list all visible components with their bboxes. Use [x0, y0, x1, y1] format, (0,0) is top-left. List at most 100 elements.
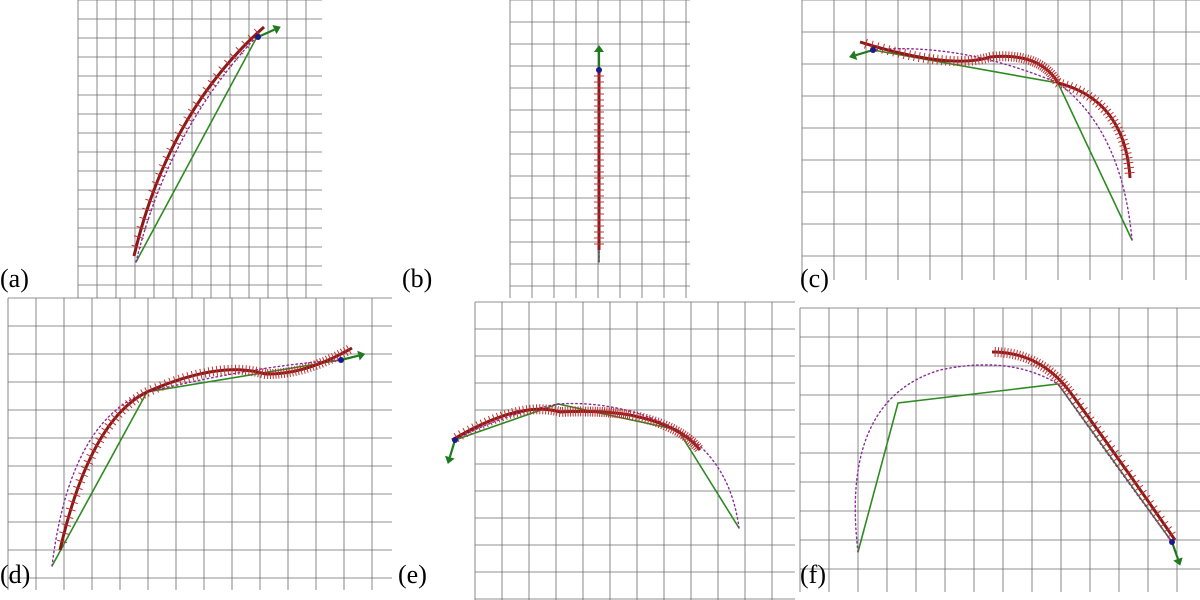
- estimate-marker: [641, 412, 645, 423]
- reference-curve: [454, 402, 740, 529]
- estimate-marker: [63, 515, 74, 520]
- estimate-marker: [682, 431, 689, 441]
- estimate-marker: [550, 405, 553, 416]
- panel-label-a: (a): [0, 264, 29, 293]
- estimate-marker: [518, 406, 522, 417]
- estimate-marker: [1069, 393, 1078, 400]
- estimate-marker: [304, 363, 309, 373]
- estimate-marker: [612, 407, 615, 418]
- estimate-marker: [1095, 99, 1103, 108]
- estimate-marker: [107, 418, 117, 426]
- estimate-marker: [1059, 380, 1068, 389]
- estimate-marker: [1052, 77, 1062, 85]
- estimate-marker: [1092, 425, 1102, 433]
- estimate-marker: [1127, 474, 1137, 482]
- estimate-marker: [1082, 411, 1092, 419]
- robot-skeleton: [857, 383, 1173, 553]
- estimate-marker: [140, 389, 147, 399]
- estimate-marker: [346, 345, 352, 355]
- estimate-marker: [655, 417, 660, 428]
- tip-point: [596, 67, 602, 73]
- estimate-marker: [483, 417, 489, 428]
- panel-label-b: (b): [402, 264, 433, 293]
- estimate-marker: [1121, 152, 1132, 156]
- estimate-marker: [499, 411, 504, 422]
- estimate-marker: [61, 523, 72, 527]
- estimate-marker: [553, 405, 557, 416]
- estimate-marker: [466, 425, 473, 435]
- estimate-marker: [117, 406, 126, 415]
- panel-f: [799, 307, 1200, 592]
- estimate-marker: [1118, 138, 1128, 143]
- estimate-marker: [971, 55, 973, 66]
- estimate-marker: [1027, 55, 1032, 66]
- estimate-marker: [875, 42, 880, 53]
- estimate-marker: [339, 348, 346, 358]
- estimate-marker: [555, 406, 560, 417]
- estimate-marker: [529, 404, 532, 415]
- estimate-marker: [1113, 454, 1123, 462]
- estimate-marker: [1116, 459, 1126, 467]
- estimate-marker: [475, 421, 481, 431]
- estimate-marker: [1123, 161, 1134, 165]
- estimate-marker: [1124, 171, 1135, 174]
- tip-direction-line: [257, 28, 275, 39]
- estimate-marker: [98, 432, 108, 439]
- estimate-marker: [162, 155, 173, 161]
- estimate-marker: [907, 50, 912, 61]
- estimate-marker: [688, 438, 697, 447]
- estimate-marker: [114, 410, 123, 418]
- estimate-marker: [182, 373, 186, 384]
- estimate-marker: [1072, 397, 1082, 405]
- estimate-marker: [1006, 348, 1009, 359]
- estimate-marker: [672, 425, 678, 435]
- estimate-markers: [864, 38, 1135, 174]
- estimate-marker: [1163, 526, 1173, 533]
- estimate-marker: [241, 40, 250, 49]
- estimate-marker: [992, 51, 995, 62]
- estimate-marker: [967, 55, 970, 66]
- estimate-marker: [1138, 489, 1147, 497]
- estimate-marker: [1082, 89, 1089, 99]
- reference-curve: [135, 34, 259, 263]
- estimate-marker: [1053, 373, 1062, 382]
- estimate-marker: [1115, 130, 1125, 136]
- tip-point: [870, 47, 876, 53]
- estimate-marker: [199, 368, 203, 379]
- estimate-marker: [1089, 94, 1096, 104]
- panel-label-d: (d): [0, 560, 31, 589]
- estimate-marker: [89, 448, 99, 454]
- estimate-marker: [324, 355, 330, 366]
- estimate-marker: [1042, 64, 1050, 74]
- estimate-marker: [260, 368, 264, 379]
- estimate-marker: [687, 436, 695, 445]
- estimate-marker: [342, 346, 349, 357]
- estimated-shape: [991, 350, 1177, 541]
- estimate-marker: [280, 368, 283, 379]
- panel-d: [7, 297, 392, 590]
- estimate-marker: [945, 55, 947, 66]
- estimate-marker: [1061, 383, 1071, 391]
- estimated-shape: [859, 40, 1132, 179]
- estimate-marker: [1072, 83, 1078, 94]
- estimate-marker: [1106, 445, 1116, 452]
- estimate-marker: [163, 379, 169, 390]
- estimate-marker: [1089, 421, 1098, 428]
- estimate-marker: [1100, 105, 1109, 113]
- estimate-marker: [974, 55, 977, 66]
- estimate-marker: [104, 422, 114, 430]
- grid: [801, 0, 1200, 280]
- estimate-marker: [1011, 349, 1015, 360]
- estimate-marker: [1111, 122, 1121, 129]
- robot-skeleton: [51, 359, 342, 567]
- estimate-marker: [618, 408, 621, 419]
- estimate-marker: [125, 400, 133, 409]
- estimate-marker: [662, 420, 668, 431]
- panel-label-f: (f): [800, 560, 826, 589]
- estimate-marker: [1017, 350, 1022, 361]
- estimate-marker: [1047, 69, 1056, 78]
- estimate-marker: [101, 427, 111, 434]
- estimate-marker: [1027, 354, 1033, 365]
- tip-direction-arrowhead: [357, 350, 366, 361]
- estimate-marker: [313, 360, 318, 370]
